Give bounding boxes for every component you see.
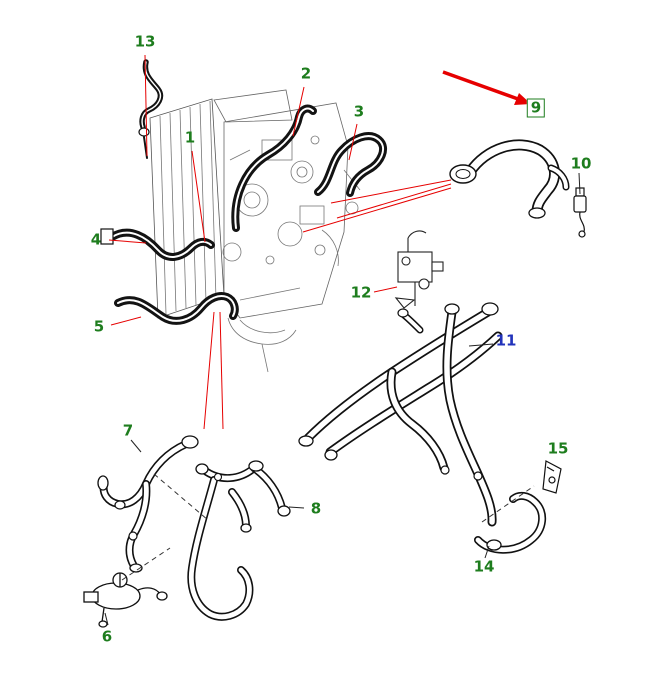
red-leader-lines: [108, 54, 452, 430]
callout-14[interactable]: 14: [473, 557, 495, 576]
part-11-pipes-art: [298, 302, 503, 527]
part-15-bracket-art: [542, 460, 562, 494]
callout-2[interactable]: 2: [300, 64, 312, 83]
callout-7[interactable]: 7: [122, 421, 134, 440]
part-10-sensor-art: [573, 187, 587, 238]
black-leader-lines: [104, 172, 581, 626]
callout-4[interactable]: 4: [90, 230, 102, 249]
callout-10[interactable]: 10: [570, 154, 592, 173]
engine-assembly-art: [149, 89, 361, 373]
pointer-arrow: [442, 70, 531, 105]
callout-9-highlighted[interactable]: 9: [526, 98, 546, 118]
part-12-valve-art: [394, 230, 444, 309]
dark-hoses-art: [100, 59, 387, 325]
callout-3[interactable]: 3: [353, 102, 365, 121]
callout-15[interactable]: 15: [547, 439, 569, 458]
part-8-hoses-art: [187, 460, 291, 621]
callout-11[interactable]: 11: [495, 331, 517, 350]
part-9-hose-art: [449, 139, 570, 219]
dashed-links: [121, 473, 535, 581]
part-7-hose-art: [97, 435, 199, 573]
callout-8[interactable]: 8: [310, 499, 322, 518]
callout-13[interactable]: 13: [134, 32, 156, 51]
part-14-hose-art: [474, 491, 546, 554]
callout-12[interactable]: 12: [350, 283, 372, 302]
part-6-housing-art: [83, 572, 168, 628]
callout-1[interactable]: 1: [184, 128, 196, 147]
callout-5[interactable]: 5: [93, 317, 105, 336]
callout-6[interactable]: 6: [101, 627, 113, 646]
